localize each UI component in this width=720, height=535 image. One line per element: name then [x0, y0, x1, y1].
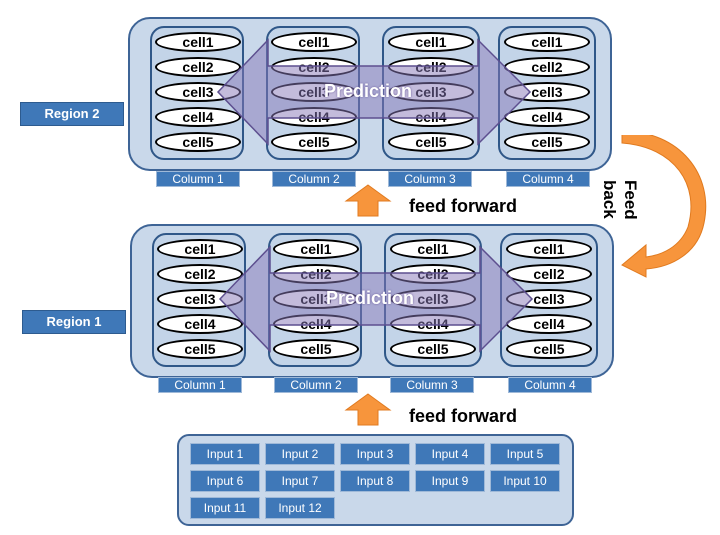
region-1-column-2-label: Column 2	[274, 377, 358, 393]
region-2-column-3-label: Column 3	[388, 171, 472, 187]
region-2-column-4-cell-4: cell4	[504, 107, 590, 127]
input-9: Input 9	[415, 470, 485, 492]
feed-forward-label-upper: feed forward	[409, 196, 518, 216]
region-2-column-3-cell-1: cell1	[388, 32, 474, 52]
input-4: Input 4	[415, 443, 485, 465]
input-5: Input 5	[490, 443, 560, 465]
input-12: Input 12	[265, 497, 335, 519]
region-2-column-1-cell-2: cell2	[155, 57, 241, 77]
region-1-label: Region 1	[22, 310, 126, 334]
feed-forward-arrow-lower	[344, 393, 392, 426]
region-1-column-2-cell-5: cell5	[273, 339, 359, 359]
input-3: Input 3	[340, 443, 410, 465]
input-8: Input 8	[340, 470, 410, 492]
input-1: Input 1	[190, 443, 260, 465]
feedback-label-line-1: Feed	[621, 180, 640, 220]
region-1-column-4-label: Column 4	[508, 377, 592, 393]
region-1-column-4-cell-2: cell2	[506, 264, 592, 284]
region-1-column-4-cell-1: cell1	[506, 239, 592, 259]
feed-forward-label-lower: feed forward	[409, 406, 518, 426]
region-2-column-4-cell-2: cell2	[504, 57, 590, 77]
region-2-column-2-cell-1: cell1	[271, 32, 357, 52]
feed-forward-arrow-upper	[344, 184, 392, 217]
region-2-column-4-label: Column 4	[506, 171, 590, 187]
input-6: Input 6	[190, 470, 260, 492]
region-1-column-4-cell-5: cell5	[506, 339, 592, 359]
region-1-column-1-cell-2: cell2	[157, 264, 243, 284]
region-2-column-3-cell-5: cell5	[388, 132, 474, 152]
feedback-label-line-2: back	[600, 180, 619, 219]
region-1-column-1-cell-4: cell4	[157, 314, 243, 334]
region-1-column-3-label: Column 3	[390, 377, 474, 393]
region-2-column-1-cell-1: cell1	[155, 32, 241, 52]
input-7: Input 7	[265, 470, 335, 492]
region-1-column-4-cell-4: cell4	[506, 314, 592, 334]
input-10: Input 10	[490, 470, 560, 492]
region-2-column-4-cell-5: cell5	[504, 132, 590, 152]
region-1-column-1-cell-5: cell5	[157, 339, 243, 359]
region-1-column-2-cell-1: cell1	[273, 239, 359, 259]
region-2-column-2-cell-5: cell5	[271, 132, 357, 152]
region-2-column-2-label: Column 2	[272, 171, 356, 187]
region-1-column-3-cell-5: cell5	[390, 339, 476, 359]
region-1-column-3-cell-1: cell1	[390, 239, 476, 259]
region-2-column-4-cell-1: cell1	[504, 32, 590, 52]
input-11: Input 11	[190, 497, 260, 519]
region-1-prediction-label: Prediction	[326, 288, 415, 308]
region-2-column-1-cell-3: cell3	[155, 82, 241, 102]
region-2-column-1-cell-5: cell5	[155, 132, 241, 152]
region-1-column-1-cell-1: cell1	[157, 239, 243, 259]
region-1-column-1-label: Column 1	[158, 377, 242, 393]
region-2-label: Region 2	[20, 102, 124, 126]
input-2: Input 2	[265, 443, 335, 465]
region-2-prediction-label: Prediction	[324, 81, 413, 101]
region-2-column-1-label: Column 1	[156, 171, 240, 187]
feedback-arrow	[621, 135, 707, 278]
region-2-column-1-cell-4: cell4	[155, 107, 241, 127]
